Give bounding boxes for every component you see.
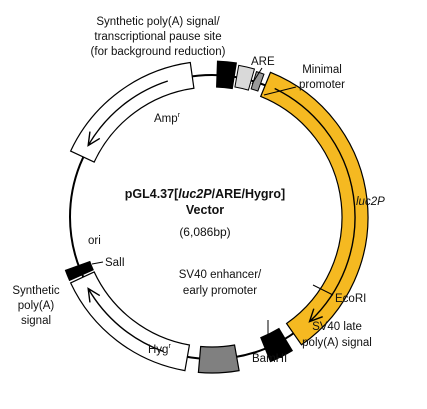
hygr-arrow	[87, 287, 164, 353]
label-are: ARE	[251, 56, 275, 68]
label-synthetic-pause-2: transcriptional pause site	[94, 31, 221, 43]
sv40-late-polya-block	[260, 327, 294, 363]
label-sali: SalI	[105, 257, 125, 269]
label-sv40-late-2: poly(A) signal	[302, 337, 372, 349]
label-minimal-promoter-2: promoter	[299, 79, 345, 91]
leader-are	[251, 67, 263, 85]
label-synthetic-polya-1: Synthetic	[12, 285, 60, 297]
label-ampr: Ampr	[154, 112, 181, 125]
leader-minprom	[263, 86, 297, 96]
synthetic-polya-block	[64, 260, 94, 282]
label-synthetic-polya-2: poly(A)	[18, 300, 55, 312]
label-synthetic-polya-3: signal	[21, 315, 51, 327]
synthetic-pause-block	[216, 60, 237, 90]
label-hygr: Hygr	[148, 343, 171, 356]
luc2p-arrow	[274, 87, 356, 323]
label-bamhi: BamHI	[252, 353, 287, 365]
label-ori: ori	[88, 235, 101, 247]
leader-sali	[91, 261, 104, 265]
luc2p-feature	[259, 71, 369, 346]
leader-pause	[227, 62, 234, 79]
label-sv40-late-1: SV40 late	[312, 321, 362, 333]
label-ecori: EcoRI	[335, 293, 366, 305]
sv40-promoter-feature	[197, 344, 240, 374]
ampr-feature	[69, 61, 195, 163]
ampr-arrow	[87, 80, 169, 147]
plasmid-vector-label: Vector	[186, 203, 224, 217]
plasmid-size: (6,086bp)	[179, 225, 230, 239]
label-luc2p: luc2P	[356, 196, 385, 208]
label-synthetic-pause-3: (for background reduction)	[91, 46, 226, 58]
leader-ecori	[312, 284, 334, 296]
label-minimal-promoter-1: Minimal	[302, 64, 342, 76]
plasmid-name: pGL4.37[luc2P/ARE/Hygro]	[125, 187, 285, 201]
label-synthetic-pause-1: Synthetic poly(A) signal/	[96, 16, 220, 28]
label-sv40-enhancer-2: early promoter	[183, 285, 257, 297]
are-block	[234, 64, 256, 91]
hygr-feature	[69, 271, 191, 372]
label-sv40-enhancer-1: SV40 enhancer/	[179, 269, 262, 281]
